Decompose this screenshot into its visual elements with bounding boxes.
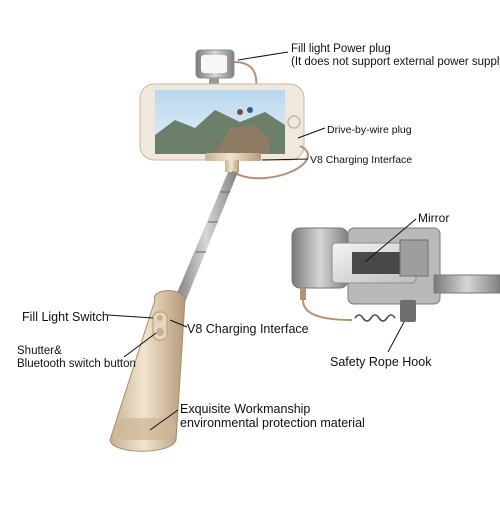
shutter-bluetooth-button-label: Shutter& Bluetooth switch button	[17, 345, 136, 371]
workmanship-label: Exquisite Workmanship environmental prot…	[180, 402, 365, 431]
safety-rope-hook-label: Safety Rope Hook	[330, 355, 432, 369]
fill-light-power-plug-note: (It does not support external power supp…	[291, 56, 500, 69]
smartphone	[139, 83, 305, 161]
drive-by-wire-plug-label: Drive-by-wire plug	[327, 124, 412, 136]
workmanship-label-line2: environmental protection material	[180, 416, 365, 431]
v8-charging-interface-handle-label: V8 Charging Interface	[187, 322, 309, 336]
fill-light	[195, 49, 235, 86]
shutter-label-line1: Shutter&	[17, 345, 62, 357]
callout-lines	[107, 51, 417, 431]
phone-clamp	[205, 153, 261, 172]
mirror-label: Mirror	[418, 211, 450, 225]
telescopic-rod	[174, 172, 238, 300]
fill-light-switch-label: Fill Light Switch	[22, 310, 109, 324]
fill-light-power-plug-label: Fill light Power plug (It does not suppo…	[291, 43, 500, 69]
shutter-label-line2: Bluetooth switch button	[17, 358, 136, 371]
fill-light-power-plug-title: Fill light Power plug	[291, 43, 391, 55]
workmanship-label-line1: Exquisite Workmanship	[180, 402, 311, 416]
handle	[109, 290, 186, 452]
v8-charging-interface-top-label: V8 Charging Interface	[310, 154, 413, 166]
inset-clamp-closeup	[291, 227, 500, 322]
